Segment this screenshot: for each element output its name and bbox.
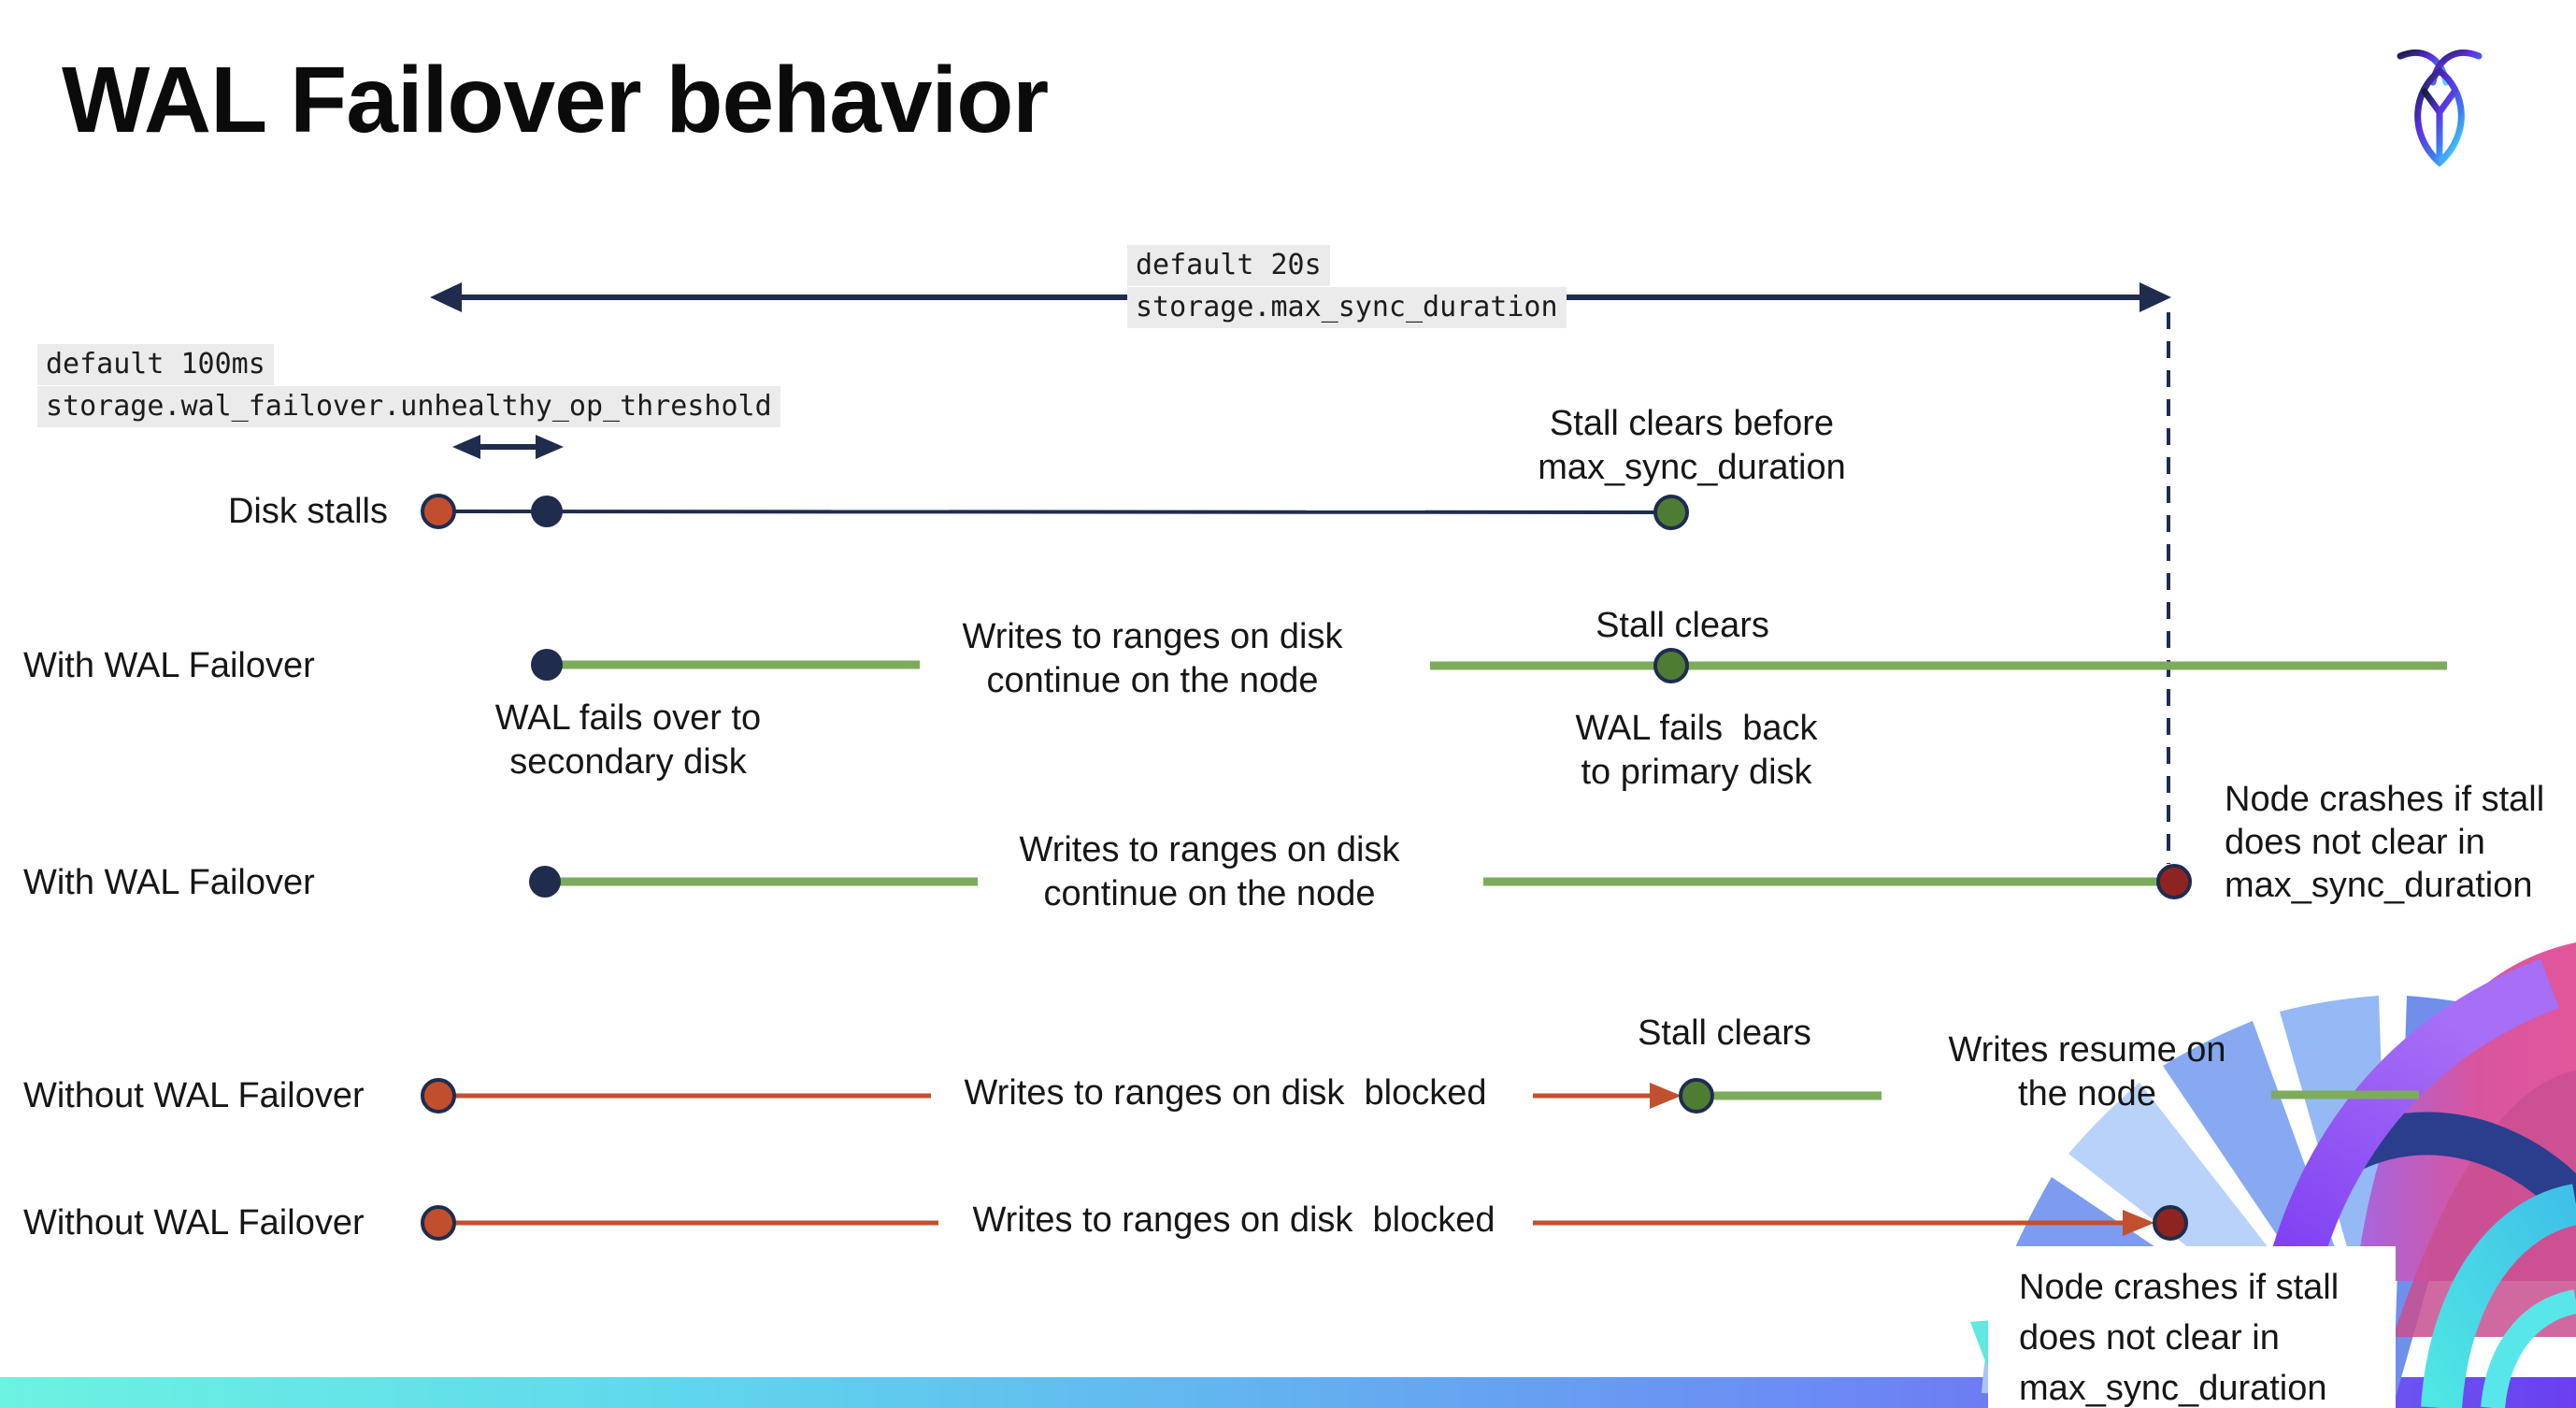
max-sync-setting-label: storage.max_sync_duration [1127,287,1567,328]
max-sync-default-label: default 20s [1127,245,1330,286]
disk-stall-dot [421,1205,456,1241]
arrowhead-left-icon [430,282,462,312]
node-crash-note-1: Node crashes if stall does not clear in … [2225,780,2545,905]
pink-dome-inner [2393,1070,2576,1337]
unhealthy-op-threshold-arrow [452,435,564,459]
arrowhead-icon [1650,1083,1682,1109]
failover-dot [529,866,561,898]
unhealthy-setting-label: storage.wal_failover.unhealthy_op_thresh… [37,386,780,427]
disk-stall-dot [421,1078,456,1113]
writes-continue-note-2: Writes to ranges on disk continue on the… [1019,830,1400,913]
timeline-with-wal-1 [531,648,2447,683]
writes-continue-note-1: Writes to ranges on disk continue on the… [962,617,1343,700]
arrowhead-right-icon [536,435,564,459]
writes-blocked-note-2: Writes to ranges on disk blocked [972,1200,1496,1240]
row-label-without-wal-1: Without WAL Failover [23,1076,365,1115]
row-label-without-wal-2: Without WAL Failover [23,1203,365,1243]
body-vein [2421,88,2458,163]
row-label-with-wal-1: With WAL Failover [23,646,315,685]
node-crash-note-2: Node crashes if stall does not clear in … [2019,1268,2340,1408]
stall-clears-dot [1653,648,1689,683]
body-outline [2414,66,2465,166]
page-title: WAL Failover behavior [62,48,1049,152]
row-label-with-wal-2: With WAL Failover [23,863,315,902]
failover-threshold-dot [531,496,563,527]
failover-dot [531,649,563,681]
arrowhead-left-icon [452,435,480,459]
cockroachdb-logo-icon [2397,50,2483,166]
crash-callout-box [1988,1246,2396,1408]
timeline-disk-stalls [421,494,1689,530]
row-label-disk-stalls: Disk stalls [227,492,388,531]
writes-resume-note: Writes resume on the node [1948,1030,2226,1113]
unhealthy-default-label: default 100ms [37,344,274,385]
stall-clears-dot [1679,1078,1714,1113]
node-crash-dot [2156,864,2192,899]
cyan-arc-small [2481,1289,2576,1408]
wal-fails-over-note: WAL fails over to secondary disk [494,698,762,782]
writes-blocked-note-1: Writes to ranges on disk blocked [964,1073,1487,1113]
stall-clears-label-2: Stall clears [1638,1013,1811,1053]
stall-clears-dot [1653,495,1689,530]
stall-clears-before-note: Stall clears before max_sync_duration [1538,404,1846,487]
cyan-arc [2421,1184,2576,1408]
wal-fails-back-note: WAL fails back to primary disk [1575,709,1818,792]
disk-stall-dot [421,494,456,529]
arrowhead-right-icon [2140,282,2171,312]
stall-clears-label-1: Stall clears [1596,606,1769,645]
